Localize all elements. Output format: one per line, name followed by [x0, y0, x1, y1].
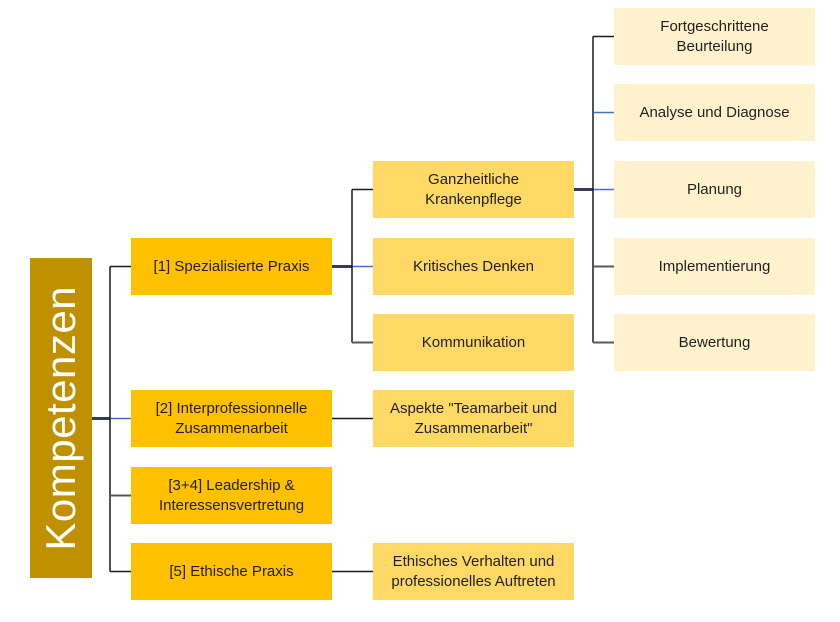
node-label: Bewertung	[678, 333, 751, 351]
node-ethisches-verhalten: Ethisches Verhalten und professionelles …	[373, 543, 574, 600]
node-label: Implementierung	[658, 257, 771, 275]
node-ganzheitliche-krankenpflege: Ganzheitliche Krankenpflege	[373, 161, 574, 218]
node-label: [3+4] Leadership & Interessensvertretung	[158, 477, 305, 514]
node-interprofessionnelle-zusammenarbeit: [2] Interprofessionnelle Zusammenarbeit	[131, 390, 332, 447]
node-leadership-interessensvertretung: [3+4] Leadership & Interessensvertretung	[131, 467, 332, 524]
node-spezialisierte-praxis: [1] Spezialisierte Praxis	[131, 238, 332, 295]
node-label: Analyse und Diagnose	[639, 103, 790, 121]
node-label: Kritisches Denken	[413, 257, 534, 275]
root-node-kompetenzen: Kompetenzen	[30, 258, 92, 578]
node-label: Fortgeschrittene Beurteilung	[660, 18, 769, 55]
root-label: Kompetenzen	[36, 285, 84, 551]
node-kommunikation: Kommunikation	[373, 314, 574, 371]
node-kritisches-denken: Kritisches Denken	[373, 238, 574, 295]
node-label: [5] Ethische Praxis	[169, 562, 294, 580]
node-label: Aspekte "Teamarbeit und Zusammenarbeit"	[389, 400, 558, 437]
node-bewertung: Bewertung	[614, 314, 815, 371]
node-label: Planung	[686, 180, 743, 198]
node-label: Kommunikation	[421, 333, 526, 351]
node-ethische-praxis: [5] Ethische Praxis	[131, 543, 332, 600]
node-label: Ganzheitliche Krankenpflege	[425, 171, 522, 208]
node-planung: Planung	[614, 161, 815, 218]
node-label: [1] Spezialisierte Praxis	[153, 257, 310, 275]
node-fortgeschrittene-beurteilung: Fortgeschrittene Beurteilung	[614, 8, 815, 65]
node-label: Ethisches Verhalten und professionelles …	[391, 553, 556, 590]
node-label: [2] Interprofessionnelle Zusammenarbeit	[155, 400, 308, 437]
node-analyse-und-diagnose: Analyse und Diagnose	[614, 84, 815, 141]
node-implementierung: Implementierung	[614, 238, 815, 295]
node-aspekte-teamarbeit: Aspekte "Teamarbeit und Zusammenarbeit"	[373, 390, 574, 447]
